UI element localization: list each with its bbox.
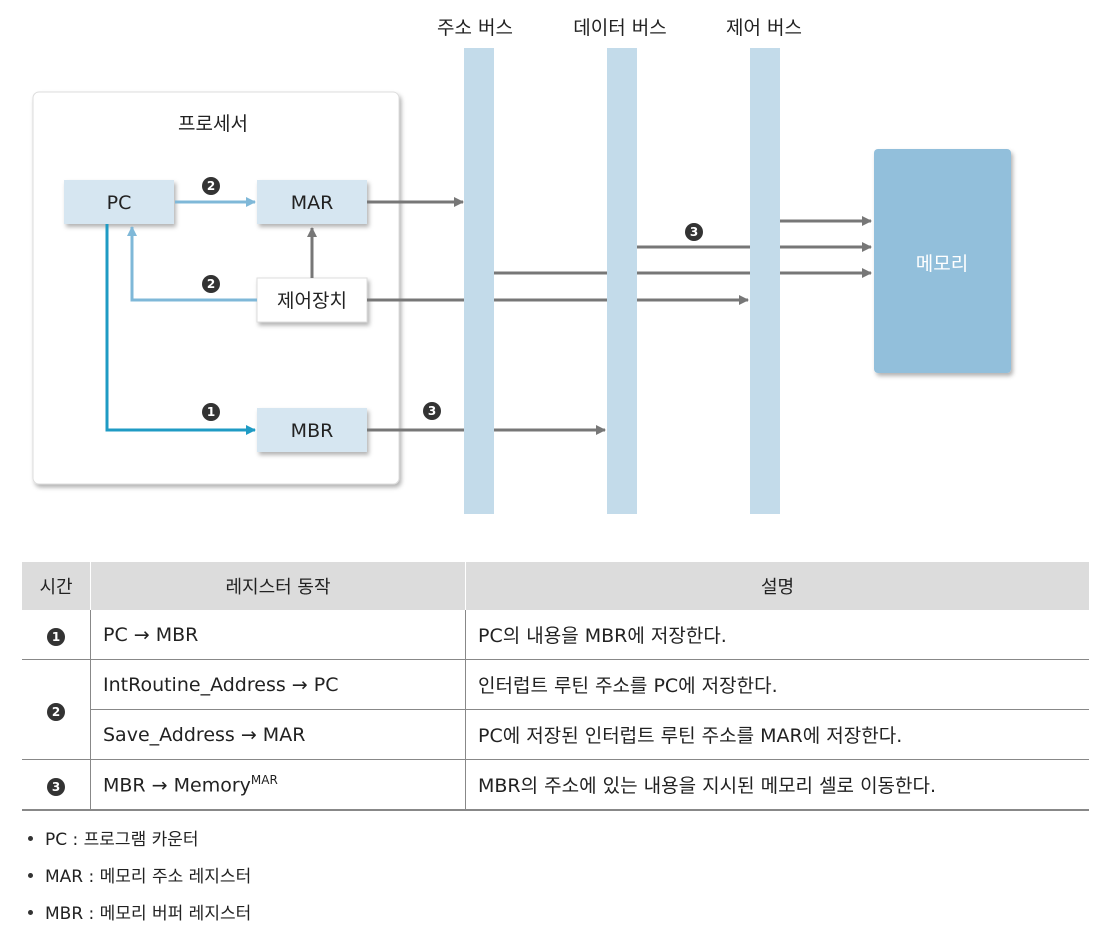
table-row: 3 MBR → MemoryMAR MBR의 주소에 있는 내용을 지시된 메모… xyxy=(22,759,1089,811)
operation-superscript: MAR xyxy=(250,772,278,787)
control-bus xyxy=(750,48,780,514)
processor-label: 프로세서 xyxy=(178,113,248,135)
header-description: 설명 xyxy=(465,562,1089,610)
step-cell: 3 xyxy=(22,759,91,811)
mbr-label: MBR xyxy=(291,420,334,442)
bullet-icon xyxy=(28,836,33,841)
note-text: MBR : 메모리 버퍼 레지스터 xyxy=(45,904,252,924)
mar-label: MAR xyxy=(291,192,334,214)
step-badge: 2 xyxy=(47,702,65,721)
table-row: 2 IntRoutine_Address → PC 인터럽트 루틴 주소를 PC… xyxy=(22,659,1089,760)
step-marker-3-mbr-bus: 3 xyxy=(423,402,441,420)
svg-text:2: 2 xyxy=(207,277,215,291)
step-cell: 1 xyxy=(22,610,91,660)
header-register-operation: 레지스터 동작 xyxy=(90,562,466,610)
pc-label: PC xyxy=(107,192,132,214)
address-bus xyxy=(464,48,494,514)
step-marker-2-pc-mar: 2 xyxy=(202,177,220,195)
pc-register: PC xyxy=(64,180,174,224)
note-text: PC : 프로그램 카운터 xyxy=(45,830,199,850)
table-row: 1 PC → MBR PC의 내용을 MBR에 저장한다. xyxy=(22,610,1089,660)
description-cell: PC에 저장된 인터럽트 루틴 주소를 MAR에 저장한다. xyxy=(465,709,1089,760)
step-cell: 2 xyxy=(22,659,91,760)
step-badge: 3 xyxy=(47,777,65,796)
memory-label: 메모리 xyxy=(916,253,968,275)
note-item: MAR : 메모리 주소 레지스터 xyxy=(22,859,251,896)
register-operations-table: 시간 레지스터 동작 설명 1 PC → MBR PC의 내용을 MBR에 저장… xyxy=(22,562,1089,811)
svg-text:1: 1 xyxy=(207,405,215,419)
svg-text:2: 2 xyxy=(207,179,215,193)
note-item: MBR : 메모리 버퍼 레지스터 xyxy=(22,896,251,933)
bus-label-control: 제어 버스 xyxy=(726,17,802,39)
data-bus xyxy=(607,48,637,514)
operation-cell: IntRoutine_Address → PC xyxy=(90,659,466,710)
arrow-pc-to-mbr xyxy=(105,224,256,435)
interrupt-cycle-diagram: 주소 버스 데이터 버스 제어 버스 프로세서 PC MAR 제어장치 MBR … xyxy=(32,17,1011,514)
table-header-row: 시간 레지스터 동작 설명 xyxy=(22,562,1089,610)
description-cell: 인터럽트 루틴 주소를 PC에 저장한다. xyxy=(465,659,1089,710)
description-cell: MBR의 주소에 있는 내용을 지시된 메모리 셀로 이동한다. xyxy=(465,759,1089,811)
control-unit-label: 제어장치 xyxy=(277,290,347,312)
operation-cell: PC → MBR xyxy=(90,610,466,660)
mar-register: MAR xyxy=(257,180,367,224)
memory-block: 메모리 xyxy=(874,149,1011,373)
abbreviation-notes: PC : 프로그램 카운터 MAR : 메모리 주소 레지스터 MBR : 메모… xyxy=(22,822,251,933)
svg-text:3: 3 xyxy=(690,225,698,239)
bullet-icon xyxy=(28,910,33,915)
bus-label-data: 데이터 버스 xyxy=(573,17,666,39)
step-marker-3-bus-memory: 3 xyxy=(685,223,703,241)
svg-text:3: 3 xyxy=(428,404,436,418)
operation-cell: Save_Address → MAR xyxy=(90,709,466,760)
control-unit: 제어장치 xyxy=(256,277,368,323)
note-item: PC : 프로그램 카운터 xyxy=(22,822,251,859)
bus-label-address: 주소 버스 xyxy=(437,17,513,39)
operation-cell: MBR → MemoryMAR xyxy=(90,759,466,811)
step-marker-1-pc-mbr: 1 xyxy=(202,403,220,421)
table-row: Save_Address → MAR PC에 저장된 인터럽트 루틴 주소를 M… xyxy=(22,709,1089,760)
mbr-register: MBR xyxy=(257,408,367,452)
step-marker-2-control-pc: 2 xyxy=(202,275,220,293)
description-cell: PC의 내용을 MBR에 저장한다. xyxy=(465,610,1089,660)
operation-text: MBR → Memory xyxy=(103,774,251,797)
header-time: 시간 xyxy=(22,562,91,610)
step-badge: 1 xyxy=(47,627,65,646)
bullet-icon xyxy=(28,873,33,878)
arrow-control-to-pc xyxy=(127,226,257,302)
note-text: MAR : 메모리 주소 레지스터 xyxy=(45,867,252,887)
